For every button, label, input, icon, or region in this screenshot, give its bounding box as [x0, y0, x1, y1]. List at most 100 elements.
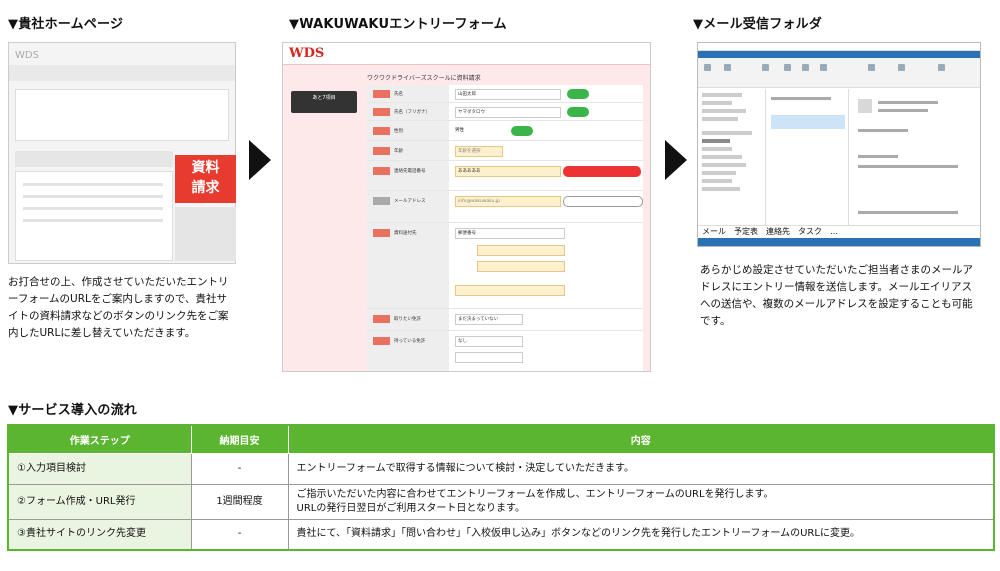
homepage-side-box: [175, 207, 236, 261]
form-row: 資料送付先 郵便番号: [367, 223, 643, 309]
request-button[interactable]: 資料請求: [175, 155, 236, 203]
note-badge: [563, 196, 643, 207]
error-badge: [563, 166, 641, 177]
form-label: 性別: [394, 129, 403, 134]
tags-icon[interactable]: [898, 64, 905, 71]
arrow-right-icon: [665, 140, 687, 180]
service-flow-table: 作業ステップ 納期目安 内容 ①入力項目検討 - エントリーフォームで取得する情…: [7, 424, 995, 551]
table-row: ①入力項目検討 - エントリーフォームで取得する情報について検討・決定していただ…: [7, 452, 995, 485]
ok-badge: [567, 107, 589, 117]
age-select[interactable]: 年齢を選択: [455, 146, 503, 157]
license-select[interactable]: まだ決まっていない: [455, 314, 523, 325]
homepage-header-bar: [9, 65, 235, 81]
mail-ribbon: [698, 58, 980, 88]
form-row: 持っている免許 なし: [367, 331, 643, 371]
mail-list-selected-item[interactable]: [771, 115, 845, 129]
find-icon[interactable]: [938, 64, 945, 71]
mail-titlebar: [698, 43, 980, 51]
period-cell: 1週間程度: [190, 483, 289, 520]
content-text: 貴社にて、「資料請求」「問い合わせ」「入校仮申し込み」ボタンなどのリンク先を発行…: [296, 528, 860, 540]
content-text: ご指示いただいた内容に合わせてエントリーフォームを作成し、エントリーフォームのU…: [296, 488, 774, 500]
request-button-label: 資料請求: [191, 160, 220, 196]
period-cell: -: [190, 452, 289, 485]
move-icon[interactable]: [868, 64, 875, 71]
form-label: 氏名（フリガナ）: [394, 110, 430, 115]
form-side-note: あと7項目: [291, 91, 357, 113]
email-input[interactable]: info@wakuwaku.jp: [455, 196, 561, 207]
homepage-line: [23, 183, 163, 186]
zip-input[interactable]: 郵便番号: [455, 228, 565, 239]
mail-list-pane: [767, 89, 849, 229]
table-header: 納期目安: [190, 424, 289, 454]
form-row: 年齢 年齢を選択: [367, 141, 643, 161]
form-row: 連絡先電話番号 あああああ: [367, 161, 643, 191]
homepage-line: [23, 219, 163, 222]
phone-input[interactable]: あああああ: [455, 166, 561, 177]
content-cell: ご指示いただいた内容に合わせてエントリーフォームを作成し、エントリーフォームのU…: [287, 483, 995, 520]
form-input[interactable]: ヤマダタロウ: [455, 107, 561, 118]
mail-menubar: [698, 51, 980, 58]
form-row: メールアドレス info@wakuwaku.jp: [367, 191, 643, 223]
form-row: 性別 男性: [367, 121, 643, 141]
homepage-content: [15, 171, 173, 261]
form-row: 取りたい免許 まだ決まっていない: [367, 309, 643, 331]
content-cell: エントリーフォームで取得する情報について検討・決定していただきます。: [287, 452, 995, 485]
form-header: WDS: [283, 43, 650, 65]
homepage-line: [23, 207, 163, 210]
arrow-right-icon: [249, 140, 271, 180]
table-header: 内容: [287, 424, 995, 454]
form-body: 氏名 山田太郎 氏名（フリガナ） ヤマダタロウ 性別 男性 年齢 年齢を選択 連絡先電話…: [367, 85, 643, 371]
form-label: メールアドレス: [394, 199, 426, 204]
homepage-bar: [15, 151, 173, 167]
entry-form-mockup: WDS ワクワクドライバーズスクールに資料請求 あと7項目 氏名 山田太郎 氏名（…: [282, 42, 651, 372]
form-label: 取りたい免許: [394, 317, 421, 322]
mail-reading-pane: [850, 89, 980, 229]
form-label: 氏名: [394, 92, 403, 97]
new-item-icon[interactable]: [724, 64, 731, 71]
table-row: ③貴社サイトのリンク先変更 - 貴社にて、「資料請求」「問い合わせ」「入校仮申し…: [7, 518, 995, 551]
mail-description: あらかじめ設定させていただいたご担当者さまのメールアドレスにエントリー情報を送信…: [700, 264, 973, 327]
table-row: ②フォーム作成・URL発行 1週間程度 ご指示いただいた内容に合わせてエントリー…: [7, 483, 995, 520]
ok-badge: [511, 126, 533, 136]
ok-badge: [567, 89, 589, 99]
sender-avatar: [858, 99, 872, 113]
form-side-note-text: あと7項目: [312, 95, 336, 101]
homepage-logo: WDS: [15, 50, 39, 61]
form-logo: WDS: [289, 46, 325, 61]
table-header: 作業ステップ: [7, 424, 192, 454]
homepage-section-title: ▼貴社ホームページ: [8, 17, 124, 32]
content-text-2: URLの発行日翌日がご利用スタート日となります。: [296, 502, 526, 514]
content-cell: 貴社にて、「資料請求」「問い合わせ」「入校仮申し込み」ボタンなどのリンク先を発行…: [287, 518, 995, 551]
new-mail-icon[interactable]: [704, 64, 711, 71]
delete-icon[interactable]: [762, 64, 769, 71]
reply-all-icon[interactable]: [802, 64, 809, 71]
form-label: 連絡先電話番号: [394, 169, 426, 174]
mail-bottom-nav[interactable]: メール 予定表 連絡先 タスク …: [698, 225, 980, 238]
form-label: 資料送付先: [394, 231, 417, 236]
reply-icon[interactable]: [784, 64, 791, 71]
form-heading: ワクワクドライバーズスクールに資料請求: [367, 75, 481, 82]
owned-license-select[interactable]: なし: [455, 336, 523, 347]
form-row: 氏名（フリガナ） ヤマダタロウ: [367, 103, 643, 121]
mail-client-mockup: メール 予定表 連絡先 タスク …: [697, 42, 981, 247]
form-section-title: ▼WAKUWAKUエントリーフォーム: [289, 17, 507, 32]
step-cell: ②フォーム作成・URL発行: [7, 483, 192, 520]
form-input[interactable]: 山田太郎: [455, 89, 561, 100]
homepage-line: [23, 195, 163, 198]
content-text: エントリーフォームで取得する情報について検討・決定していただきます。: [296, 462, 635, 474]
form-row: 氏名 山田太郎: [367, 85, 643, 103]
address-input[interactable]: [455, 285, 565, 296]
forward-icon[interactable]: [820, 64, 827, 71]
form-label: 持っている免許: [394, 339, 426, 344]
mail-section-title: ▼メール受信フォルダ: [693, 17, 822, 32]
step-cell: ①入力項目検討: [7, 452, 192, 485]
pref-select[interactable]: [477, 245, 565, 256]
city-select[interactable]: [477, 261, 565, 272]
owned-license-select-2[interactable]: [455, 352, 523, 363]
mail-statusbar: [698, 238, 980, 246]
form-label: 年齢: [394, 149, 403, 154]
mail-folder-pane: [698, 89, 766, 229]
gender-radio[interactable]: 男性: [455, 128, 464, 133]
flow-section-title: ▼サービス導入の流れ: [8, 403, 137, 418]
homepage-mockup: WDS 資料請求: [8, 42, 236, 264]
